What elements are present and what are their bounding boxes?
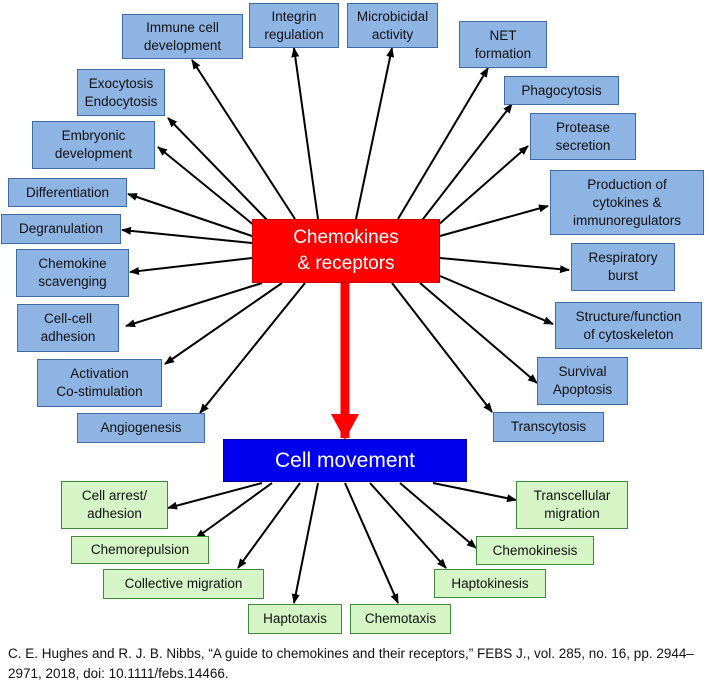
box-transcellular-migration: Transcellular migration xyxy=(516,481,628,529)
arrow-to-angiogenesis xyxy=(199,282,306,414)
box-net-formation: NET formation xyxy=(459,21,547,68)
box-chemotaxis: Chemotaxis xyxy=(350,604,451,634)
arrow-to-respiratory-burst xyxy=(439,257,570,274)
box-differentiation: Differentiation xyxy=(8,178,127,207)
box-chemorepulsion: Chemorepulsion xyxy=(71,536,209,564)
box-cell-arrest-adhesion: Cell arrest/ adhesion xyxy=(61,481,168,529)
arrow-to-net-formation xyxy=(397,67,489,220)
box-embryonic-development: Embryonic development xyxy=(32,121,155,169)
arrow-to-haptotaxis xyxy=(291,482,319,604)
box-respiratory-burst: Respiratory burst xyxy=(571,243,675,291)
arrow-to-protease-secretion xyxy=(436,145,529,227)
arrow-to-chemorepulsion xyxy=(195,482,273,539)
box-integrin-regulation: Integrin regulation xyxy=(249,3,339,48)
box-survival-apoptosis: Survival Apoptosis xyxy=(537,357,628,405)
box-phagocytosis: Phagocytosis xyxy=(504,76,619,105)
arrow-to-chemokinesis xyxy=(399,482,477,549)
box-cell-cell-adhesion: Cell-cell adhesion xyxy=(17,304,119,352)
arrow-to-immune-cell-development xyxy=(191,59,296,220)
citation-text: C. E. Hughes and R. J. B. Nibbs, “A guid… xyxy=(8,646,694,681)
arrow-to-microbicidal-activity xyxy=(355,47,395,220)
arrow-to-transcellular-migration xyxy=(432,482,517,503)
box-haptokinesis: Haptokinesis xyxy=(434,569,546,598)
arrow-to-survival-apoptosis xyxy=(419,282,538,384)
arrow-to-chemotaxis xyxy=(344,482,399,604)
arrow-to-exocytosis-endocytosis xyxy=(167,117,271,224)
arrow-to-integrin-regulation xyxy=(291,47,319,220)
arrow-to-differentiation xyxy=(127,193,253,237)
arrow-to-production-of-cytokines xyxy=(439,204,549,237)
chemokines-receptors-hub: Chemokines & receptors xyxy=(252,219,440,283)
box-degranulation: Degranulation xyxy=(1,214,121,244)
arrow-to-activation-co-stimulation xyxy=(164,282,283,365)
cell-movement-hub: Cell movement xyxy=(223,439,467,482)
arrow-to-transcytosis xyxy=(391,282,493,413)
arrow-to-structure-function-cytoskeleton xyxy=(439,275,554,325)
box-chemokinesis: Chemokinesis xyxy=(476,536,594,565)
box-production-of-cytokines: Production of cytokines & immunoregulato… xyxy=(550,170,704,235)
box-structure-function-cytoskeleton: Structure/function of cytoskeleton xyxy=(555,302,702,349)
arrow-to-degranulation xyxy=(121,226,253,244)
box-collective-migration: Collective migration xyxy=(103,569,264,599)
arrow-to-embryonic-development xyxy=(157,146,256,227)
box-activation-co-stimulation: Activation Co-stimulation xyxy=(37,359,162,407)
box-angiogenesis: Angiogenesis xyxy=(77,413,205,443)
box-chemokine-scavenging: Chemokine scavenging xyxy=(16,249,129,297)
box-exocytosis-endocytosis: Exocytosis Endocytosis xyxy=(77,69,165,116)
arrow-to-cell-arrest-adhesion xyxy=(167,482,263,510)
arrow-to-haptokinesis xyxy=(369,482,447,569)
box-transcytosis: Transcytosis xyxy=(493,412,604,442)
box-haptotaxis: Haptotaxis xyxy=(248,604,342,634)
arrow-to-cell-cell-adhesion xyxy=(125,282,263,328)
arrow-to-phagocytosis xyxy=(419,103,513,224)
box-immune-cell-development: Immune cell development xyxy=(122,14,243,59)
box-protease-secretion: Protease secretion xyxy=(530,113,636,160)
arrow-to-chemokine-scavenging xyxy=(129,257,253,275)
box-microbicidal-activity: Microbicidal activity xyxy=(347,3,438,48)
arrow-to-collective-migration xyxy=(237,482,301,569)
